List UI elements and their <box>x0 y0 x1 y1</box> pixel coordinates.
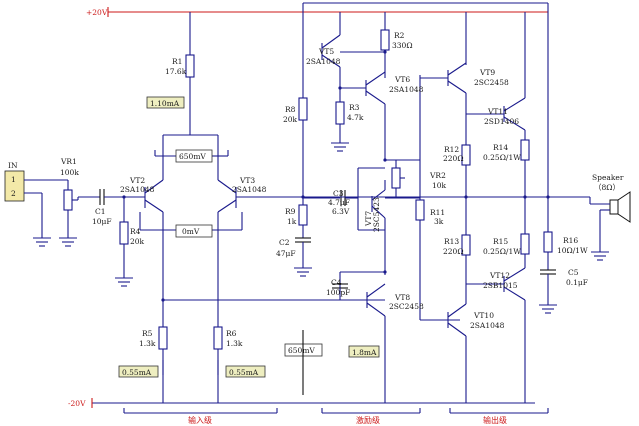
r6-value: 1.3k <box>226 339 243 348</box>
r13-name: R13 <box>444 237 459 246</box>
vr2-name: VR2 <box>429 171 446 180</box>
stage-driver-label: 激励级 <box>356 415 380 425</box>
r12-value: 220Ω <box>443 154 464 163</box>
c5-value: 0.1μF <box>566 278 588 287</box>
r3-name: R3 <box>349 103 360 112</box>
vt9-name: VT9 <box>479 68 495 77</box>
vt5-part: 2SA1048 <box>306 57 341 66</box>
rail-negative-label: -20V <box>68 399 86 408</box>
output-stage-wiring <box>303 12 631 403</box>
vt2-name: VT2 <box>129 176 145 185</box>
badge-vt8-current <box>348 345 380 358</box>
speaker-label: Speaker <box>592 173 624 182</box>
r16-value: 10Ω/1W <box>557 246 588 255</box>
r6-name: R6 <box>226 329 237 338</box>
c3-name: C3 <box>333 189 344 198</box>
vt7-part: 2SC5423 <box>372 197 381 232</box>
c2-value: 47μF <box>276 249 296 258</box>
vt10-name: VT10 <box>473 311 494 320</box>
vt8-name: VT8 <box>394 293 410 302</box>
input-wiring <box>24 179 145 287</box>
vr1-value: 100k <box>60 168 79 177</box>
vt3-part: 2SA1048 <box>232 185 267 194</box>
r14-name: R14 <box>493 143 508 152</box>
r6-current: 0.55mA <box>229 368 259 377</box>
vt11-name: VT11 <box>487 107 508 116</box>
vt8-current: 1.8mA <box>352 348 377 357</box>
tail-voltage: 650mV <box>179 152 206 161</box>
r15-name: R15 <box>493 237 508 246</box>
input-pin-1: 1 <box>11 175 16 184</box>
c3-voltage: 6.3V <box>332 207 350 216</box>
r16-name: R16 <box>563 236 578 245</box>
vt10-part: 2SA1048 <box>470 321 505 330</box>
r1-name: R1 <box>172 57 182 66</box>
speaker-impedance: （8Ω） <box>594 183 620 192</box>
vt8-part: 2SC2458 <box>389 302 424 311</box>
vt9-part: 2SC2458 <box>474 78 509 87</box>
input-connector[interactable] <box>4 170 25 202</box>
c2-name: C2 <box>279 238 290 247</box>
vt6-name: VT6 <box>394 75 410 84</box>
r11-name: R11 <box>430 208 445 217</box>
r1-current: 1.10mA <box>150 99 180 108</box>
r4-value: 20k <box>130 237 145 246</box>
driver-stage-wiring <box>303 12 460 403</box>
r3-value: 4.7k <box>347 113 364 122</box>
input-pin-2: 2 <box>11 189 16 198</box>
r13-value: 220Ω <box>443 247 464 256</box>
badge-r5-current <box>118 365 159 378</box>
vt12-name: VT12 <box>489 271 510 280</box>
vt5-name: VT5 <box>318 47 334 56</box>
r4-name: R4 <box>130 227 141 236</box>
vt2-part: 2SA1048 <box>120 185 155 194</box>
r15-value: 0.25Ω/1W <box>483 247 521 256</box>
r1-value: 17.6k <box>165 67 187 76</box>
vr1-name: VR1 <box>60 157 77 166</box>
positive-rail <box>107 2 549 17</box>
box-offset-voltage <box>175 224 213 238</box>
r8-value: 20k <box>283 115 298 124</box>
badge-r6-current <box>225 365 266 378</box>
r9-value: 1k <box>287 217 297 226</box>
input-label: IN <box>8 161 18 170</box>
offset-voltage: 0mV <box>182 227 200 236</box>
r12-name: R12 <box>444 145 459 154</box>
c1-value: 10μF <box>92 217 112 226</box>
c4-value: 100pF <box>326 288 350 297</box>
r9-name: R9 <box>285 207 296 216</box>
stage-input-label: 输入级 <box>188 415 212 425</box>
box-tail-voltage <box>175 149 213 163</box>
c1-name: C1 <box>95 207 106 216</box>
r2-name: R2 <box>394 31 405 40</box>
vt7-name: VT7 <box>364 211 373 227</box>
badge-r1-current <box>146 96 185 109</box>
stage-brackets <box>123 408 549 414</box>
vt11-part: 2SD1406 <box>484 117 519 126</box>
vt3-name: VT3 <box>239 176 255 185</box>
vt12-part: 2SB1015 <box>483 281 518 290</box>
r2-value: 330Ω <box>392 41 413 50</box>
r14-value: 0.25Ω/1W <box>483 153 521 162</box>
r8-name: R8 <box>285 105 296 114</box>
r5-name: R5 <box>142 329 153 338</box>
rail-positive-label: +20V <box>86 8 108 17</box>
negative-rail <box>91 398 535 408</box>
r5-value: 1.3k <box>139 339 156 348</box>
vt8-voltage: 650mV <box>288 346 315 355</box>
r5-current: 0.55mA <box>122 368 152 377</box>
c5-name: C5 <box>568 268 579 277</box>
c3-value: 4.7μF <box>328 198 350 207</box>
c4-name: C4 <box>331 278 342 287</box>
input-stage-wiring <box>139 12 385 403</box>
speaker-icon <box>609 199 619 215</box>
feedback-wiring <box>294 3 312 277</box>
vr2-value: 10k <box>432 181 447 190</box>
stage-output-label: 输出级 <box>483 415 507 425</box>
vt6-part: 2SA1048 <box>389 85 424 94</box>
r11-value: 3k <box>434 217 444 226</box>
